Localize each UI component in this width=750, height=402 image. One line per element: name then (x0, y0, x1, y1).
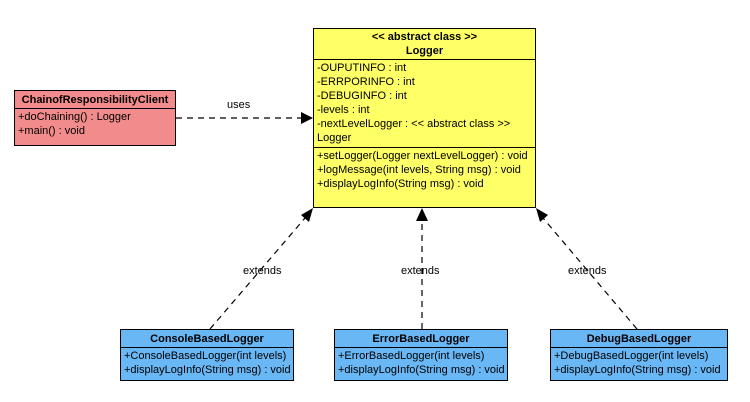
debug-logger-operations: +DebugBasedLogger(int levels) +displayLo… (551, 348, 727, 379)
error-logger-operation: +displayLogInfo(String msg) : void (338, 364, 505, 376)
error-logger-class-name: ErrorBasedLogger (335, 330, 507, 348)
logger-attributes: -OUPUTINFO : int -ERRPORINFO : int -DEBU… (314, 60, 535, 147)
logger-operation: +displayLogInfo(String msg) : void (317, 178, 484, 190)
logger-class-header: << abstract class >> Logger (314, 29, 535, 60)
console-logger-class-box: ConsoleBasedLogger +ConsoleBasedLogger(i… (120, 329, 294, 381)
debug-logger-class-box: DebugBasedLogger +DebugBasedLogger(int l… (550, 329, 728, 381)
console-logger-operation: +displayLogInfo(String msg) : void (124, 364, 291, 376)
logger-attribute: -levels : int (317, 104, 370, 116)
error-logger-operation: +ErrorBasedLogger(int levels) (338, 350, 485, 362)
logger-operation: +logMessage(int levels, String msg) : vo… (317, 164, 521, 176)
extends-line-console (209, 217, 306, 330)
logger-operations: +setLogger(Logger nextLevelLogger) : voi… (314, 147, 535, 193)
extends-label-error: extends (401, 265, 440, 277)
client-class-box: ChainofResponsibilityClient +doChaining(… (14, 90, 176, 146)
logger-attribute: -OUPUTINFO : int (317, 62, 407, 74)
console-logger-class-name: ConsoleBasedLogger (121, 330, 293, 348)
client-operation: +doChaining() : Logger (18, 111, 131, 123)
extends-label-debug: extends (568, 265, 607, 277)
client-operations: +doChaining() : Logger +main() : void (15, 109, 175, 140)
logger-attribute: -DEBUGINFO : int (317, 90, 407, 102)
error-logger-class-box: ErrorBasedLogger +ErrorBasedLogger(int l… (334, 329, 508, 381)
logger-attribute: -nextLevelLogger : << abstract class >> … (317, 118, 511, 144)
logger-operation: +setLogger(Logger nextLevelLogger) : voi… (317, 150, 528, 162)
console-logger-operation: +ConsoleBasedLogger(int levels) (124, 350, 287, 362)
extends-arrowhead-console (301, 208, 313, 222)
logger-stereotype: << abstract class >> (371, 31, 478, 43)
logger-attribute: -ERRPORINFO : int (317, 76, 415, 88)
uses-arrowhead (301, 112, 313, 124)
debug-logger-operation: +DebugBasedLogger(int levels) (554, 350, 709, 362)
console-logger-operations: +ConsoleBasedLogger(int levels) +display… (121, 348, 293, 379)
debug-logger-operation: +displayLogInfo(String msg) : void (554, 364, 721, 376)
uses-label: uses (227, 99, 251, 111)
client-class-name: ChainofResponsibilityClient (15, 91, 175, 109)
debug-logger-class-name: DebugBasedLogger (551, 330, 727, 348)
extends-arrowhead-error (416, 208, 428, 221)
client-operation: +main() : void (18, 125, 85, 137)
logger-class-box: << abstract class >> Logger -OUPUTINFO :… (313, 28, 536, 208)
extends-line-debug (542, 217, 638, 330)
extends-arrowhead-debug (536, 208, 548, 222)
extends-label-console: extends (243, 265, 282, 277)
error-logger-operations: +ErrorBasedLogger(int levels) +displayLo… (335, 348, 507, 379)
logger-class-name: Logger (405, 45, 444, 57)
